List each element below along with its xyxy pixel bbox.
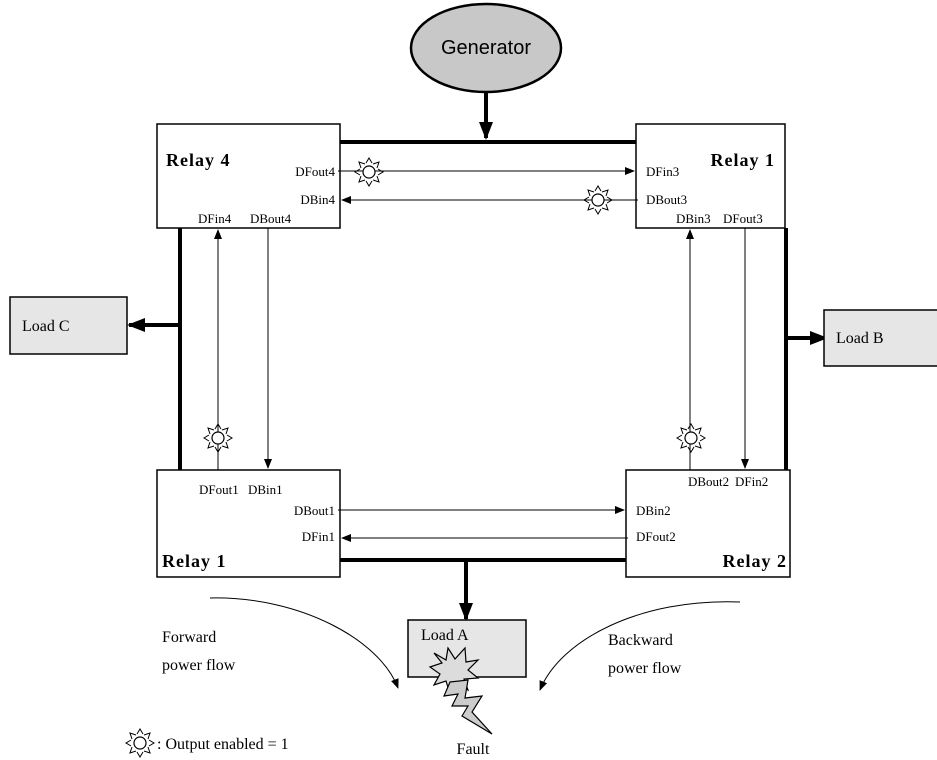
load-b-label: Load B xyxy=(836,330,884,347)
backward-flow-line1: Backward xyxy=(608,632,673,649)
output-enabled-icon xyxy=(354,157,384,187)
relay-bottom-left-title: Relay 1 xyxy=(162,551,227,571)
fault-label: Fault xyxy=(457,741,490,758)
generator-label: Generator xyxy=(441,37,531,59)
forward-flow-line1: Forward xyxy=(162,629,216,646)
port-dfin2: DFin2 xyxy=(735,474,768,489)
forward-flow-line2: power flow xyxy=(162,657,236,674)
fault-bolt-icon xyxy=(428,646,493,735)
fault-burst xyxy=(428,646,480,696)
port-dbout3: DBout3 xyxy=(646,192,687,207)
backward-flow-line2: power flow xyxy=(608,660,682,677)
backward-flow-arrow xyxy=(539,601,741,691)
port-dbout1: DBout1 xyxy=(294,503,335,518)
output-enabled-icon xyxy=(676,423,706,453)
load-b: Load B xyxy=(823,309,937,367)
relay-2-title: Relay 2 xyxy=(723,551,788,571)
generator-node: Generator xyxy=(409,2,563,94)
load-c-label: Load C xyxy=(22,318,70,335)
port-dbin1: DBin1 xyxy=(248,482,283,497)
port-dfout1: DFout1 xyxy=(199,482,239,497)
legend-text: : Output enabled = 1 xyxy=(157,736,289,753)
port-dbout4: DBout4 xyxy=(250,211,292,226)
load-c: Load C xyxy=(9,296,128,355)
port-dfout3: DFout3 xyxy=(723,211,763,226)
legend: : Output enabled = 1 xyxy=(125,728,289,758)
signal-lines xyxy=(214,167,749,542)
fault-bolt xyxy=(443,679,493,735)
relay-4-box xyxy=(156,123,341,229)
relay-top-right-title: Relay 1 xyxy=(711,150,776,170)
port-dfin4: DFin4 xyxy=(198,211,232,226)
port-dbin2: DBin2 xyxy=(636,503,671,518)
port-dbout2: DBout2 xyxy=(688,474,729,489)
relay-2-box xyxy=(625,469,791,578)
port-dfin3: DFin3 xyxy=(646,164,679,179)
load-b-box xyxy=(823,309,937,367)
relay-top-right-box xyxy=(635,123,786,229)
load-a-label: Load A xyxy=(421,627,469,644)
output-enabled-legend-icon xyxy=(125,728,155,758)
port-dbin3: DBin3 xyxy=(676,211,711,226)
port-dfout2: DFout2 xyxy=(636,529,676,544)
forward-flow-arrow xyxy=(209,597,399,689)
port-dbin4: DBin4 xyxy=(300,192,335,207)
power-bus xyxy=(178,140,788,562)
relay-bottom-left-box xyxy=(156,469,341,578)
load-c-box xyxy=(9,296,128,355)
relay-4-title: Relay 4 xyxy=(166,150,231,170)
port-dfout4: DFout4 xyxy=(295,164,335,179)
port-dfin1: DFin1 xyxy=(302,529,335,544)
